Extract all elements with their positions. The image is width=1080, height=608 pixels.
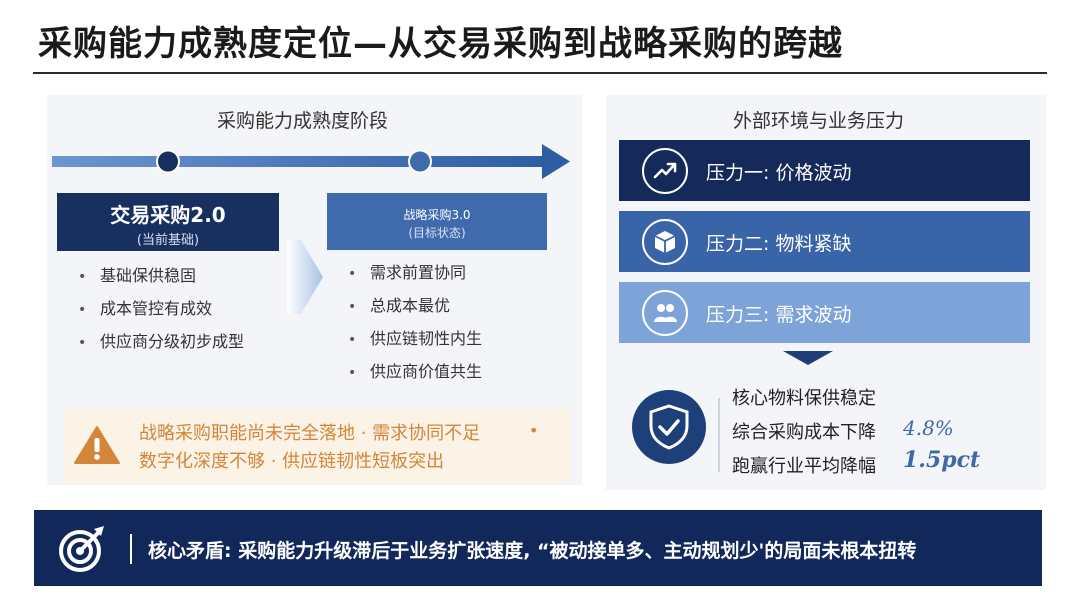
results-divider: [718, 398, 720, 472]
pressure-shortage: 压力二: 物料紧缺: [619, 211, 1030, 272]
users-icon: [642, 290, 688, 336]
stage-transactional: 交易采购2.0 (当前基础): [57, 193, 279, 251]
stage-strategic-bullets: 需求前置协同 总成本最优 供应链韧性内生 供应商价值共生: [348, 257, 482, 389]
stage-strategic-subtitle: (目标状态): [408, 226, 466, 240]
result-beat-industry: 跑赢行业平均降幅: [732, 456, 876, 477]
timeline-node-target: [408, 149, 432, 174]
stage-strategic-title: 战略采购3.0: [403, 208, 471, 222]
pressure-heading: 外部环境与业务压力: [733, 110, 905, 132]
stage-transactional-bullets: 基础保供稳固 成本管控有成效 供应商分级初步成型: [78, 260, 244, 359]
result-supply-stable: 核心物料保供稳定: [732, 388, 876, 409]
list-item: 基础保供稳固: [78, 260, 244, 293]
pressure-demand-label: 压力三: 需求波动: [706, 304, 852, 326]
warning-trailing-dot: •: [529, 421, 539, 440]
down-arrow-icon: [783, 351, 833, 365]
list-item: 总成本最优: [348, 290, 482, 323]
shield-check-icon: [632, 390, 706, 464]
core-contradiction-bar: 核心矛盾: 采购能力升级滞后于业务扩张速度, “被动接单多、主动规划少'的局面未…: [34, 510, 1042, 586]
page-title: 采购能力成熟度定位—从交易采购到战略采购的跨越: [38, 24, 843, 64]
list-item: 成本管控有成效: [78, 293, 244, 326]
list-item: 供应商分级初步成型: [78, 326, 244, 359]
trend-up-icon: [642, 148, 688, 194]
result-cost-down: 综合采购成本下降: [732, 422, 876, 443]
result-cost-down-value: 4.8%: [903, 416, 954, 440]
stage-transactional-subtitle: (当前基础): [136, 233, 200, 248]
pressure-price-label: 压力一: 价格波动: [706, 162, 852, 184]
core-contradiction-text: 核心矛盾: 采购能力升级滞后于业务扩张速度, “被动接单多、主动规划少'的局面未…: [148, 540, 917, 562]
pressure-shortage-label: 压力二: 物料紧缺: [706, 233, 852, 255]
box-icon: [642, 219, 688, 265]
warning-line-2: 数字化深度不够 · 供应链韧性短板突出: [139, 451, 445, 472]
list-item: 供应商价值共生: [348, 356, 482, 389]
maturity-heading: 采购能力成熟度阶段: [217, 110, 389, 132]
stage-strategic: 战略采购3.0 (目标状态): [327, 193, 547, 250]
timeline-node-current: [156, 149, 180, 174]
result-beat-industry-value: 1.5pct: [903, 447, 981, 473]
list-item: 供应链韧性内生: [348, 323, 482, 356]
pressure-price: 压力一: 价格波动: [619, 140, 1030, 201]
list-item: 需求前置协同: [348, 257, 482, 290]
pressure-demand: 压力三: 需求波动: [619, 282, 1030, 343]
title-divider: [33, 72, 1047, 74]
target-icon: [59, 526, 104, 572]
stage-transactional-title: 交易采购2.0: [110, 203, 226, 227]
timeline-arrow: [52, 144, 570, 179]
warning-triangle-icon: [74, 426, 120, 464]
warning-callout: 战略采购职能尚未完全落地 · 需求协同不足 数字化深度不够 · 供应链韧性短板突…: [64, 409, 571, 483]
progress-chevron-icon: [287, 240, 323, 314]
warning-line-1: 战略采购职能尚未完全落地 · 需求协同不足: [139, 423, 481, 444]
bar-separator: [130, 534, 132, 564]
